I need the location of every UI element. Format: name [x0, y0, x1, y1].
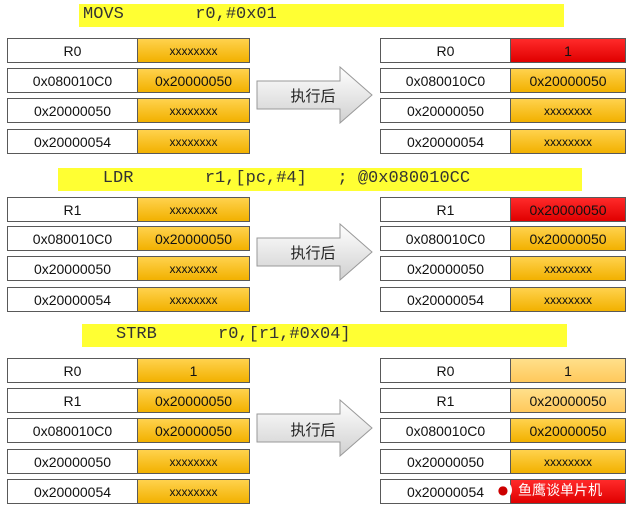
register-name: R0 [8, 359, 138, 382]
instruction-strb: STRB r0,[r1,#0x04] [82, 324, 567, 347]
memory-row: 0x20000050 xxxxxxxx [380, 256, 626, 281]
memory-value: xxxxxxxx [138, 130, 249, 153]
memory-value: xxxxxxxx [138, 288, 249, 311]
memory-address: 0x080010C0 [8, 419, 138, 442]
memory-row: 0x080010C0 0x20000050 [7, 226, 250, 251]
register-name: R1 [8, 389, 138, 412]
register-name: R0 [8, 39, 138, 62]
register-row: R0 1 [380, 358, 626, 383]
memory-address: 0x20000050 [8, 99, 138, 122]
memory-address: 0x080010C0 [8, 69, 138, 92]
register-value: 1 [138, 359, 249, 382]
arrow-label: 执行后 [290, 244, 336, 262]
memory-row: 0x20000054 xxxxxxxx [7, 287, 250, 312]
memory-address: 0x20000050 [8, 257, 138, 280]
memory-value: 0x20000050 [511, 69, 625, 92]
watermark: ● 鱼鹰谈单片机 [494, 478, 602, 502]
memory-address: 0x20000050 [381, 450, 511, 473]
memory-value: xxxxxxxx [138, 450, 249, 473]
register-value: 0x20000050 [511, 389, 625, 412]
memory-row: 0x20000050 xxxxxxxx [7, 449, 250, 474]
register-row: R1 0x20000050 [380, 197, 626, 222]
memory-row: 0x20000054 xxxxxxxx [7, 479, 250, 504]
right-arrow-icon [256, 66, 373, 124]
register-value: 1 [511, 359, 625, 382]
wechat-logo-icon: ● [494, 481, 512, 499]
memory-address: 0x20000050 [381, 99, 511, 122]
memory-value: 0x20000050 [511, 419, 625, 442]
register-row: R1 0x20000050 [380, 388, 626, 413]
register-value: xxxxxxxx [138, 39, 249, 62]
memory-address: 0x080010C0 [381, 227, 511, 250]
right-arrow-icon [256, 223, 373, 281]
memory-address: 0x20000054 [381, 480, 511, 503]
arrow-label: 执行后 [290, 421, 336, 439]
memory-value: xxxxxxxx [138, 99, 249, 122]
register-name: R1 [8, 198, 138, 221]
memory-row: 0x080010C0 0x20000050 [7, 68, 250, 93]
watermark-text: 鱼鹰谈单片机 [518, 483, 602, 499]
register-row: R0 xxxxxxxx [7, 38, 250, 63]
register-name: R1 [381, 389, 511, 412]
memory-address: 0x20000054 [8, 288, 138, 311]
memory-row: 0x080010C0 0x20000050 [380, 68, 626, 93]
memory-value: 0x20000050 [511, 227, 625, 250]
right-arrow-icon [256, 399, 373, 457]
memory-address: 0x20000054 [381, 130, 511, 153]
memory-address: 0x080010C0 [381, 69, 511, 92]
memory-value: xxxxxxxx [138, 257, 249, 280]
memory-row: 0x20000054 xxxxxxxx [380, 129, 626, 154]
memory-value: xxxxxxxx [138, 480, 249, 503]
memory-row: 0x20000050 xxxxxxxx [7, 98, 250, 123]
memory-value: xxxxxxxx [511, 288, 625, 311]
memory-value-changed [511, 480, 625, 503]
memory-value: 0x20000050 [138, 227, 249, 250]
register-value: 0x20000050 [138, 389, 249, 412]
instruction-ldr: LDR r1,[pc,#4] ; @0x080010CC [58, 168, 582, 191]
memory-row: 0x20000054 xxxxxxxx [7, 129, 250, 154]
memory-row: 0x20000054 xxxxxxxx [380, 287, 626, 312]
memory-row: 0x20000050 xxxxxxxx [7, 256, 250, 281]
register-value: xxxxxxxx [138, 198, 249, 221]
memory-address: 0x080010C0 [381, 419, 511, 442]
register-row: R1 xxxxxxxx [7, 197, 250, 222]
arrow-label: 执行后 [290, 87, 336, 105]
memory-address: 0x20000054 [8, 130, 138, 153]
register-row: R1 0x20000050 [7, 388, 250, 413]
memory-value: xxxxxxxx [511, 130, 625, 153]
memory-value: xxxxxxxx [511, 450, 625, 473]
register-name: R0 [381, 39, 511, 62]
register-row: R0 1 [380, 38, 626, 63]
memory-row: 0x080010C0 0x20000050 [380, 418, 626, 443]
memory-value: xxxxxxxx [511, 99, 625, 122]
memory-value: 0x20000050 [138, 419, 249, 442]
memory-address: 0x20000054 [8, 480, 138, 503]
memory-row: 0x080010C0 0x20000050 [380, 226, 626, 251]
register-name: R0 [381, 359, 511, 382]
register-name: R1 [381, 198, 511, 221]
memory-row: 0x080010C0 0x20000050 [7, 418, 250, 443]
memory-address: 0x20000050 [381, 257, 511, 280]
memory-address: 0x20000050 [8, 450, 138, 473]
register-value-changed: 0x20000050 [511, 198, 625, 221]
memory-row: 0x20000050 xxxxxxxx [380, 449, 626, 474]
memory-address: 0x080010C0 [8, 227, 138, 250]
register-row: R0 1 [7, 358, 250, 383]
instruction-movs: MOVS r0,#0x01 [79, 4, 564, 27]
memory-value: 0x20000050 [138, 69, 249, 92]
register-value-changed: 1 [511, 39, 625, 62]
memory-row: 0x20000050 xxxxxxxx [380, 98, 626, 123]
memory-value: xxxxxxxx [511, 257, 625, 280]
memory-address: 0x20000054 [381, 288, 511, 311]
